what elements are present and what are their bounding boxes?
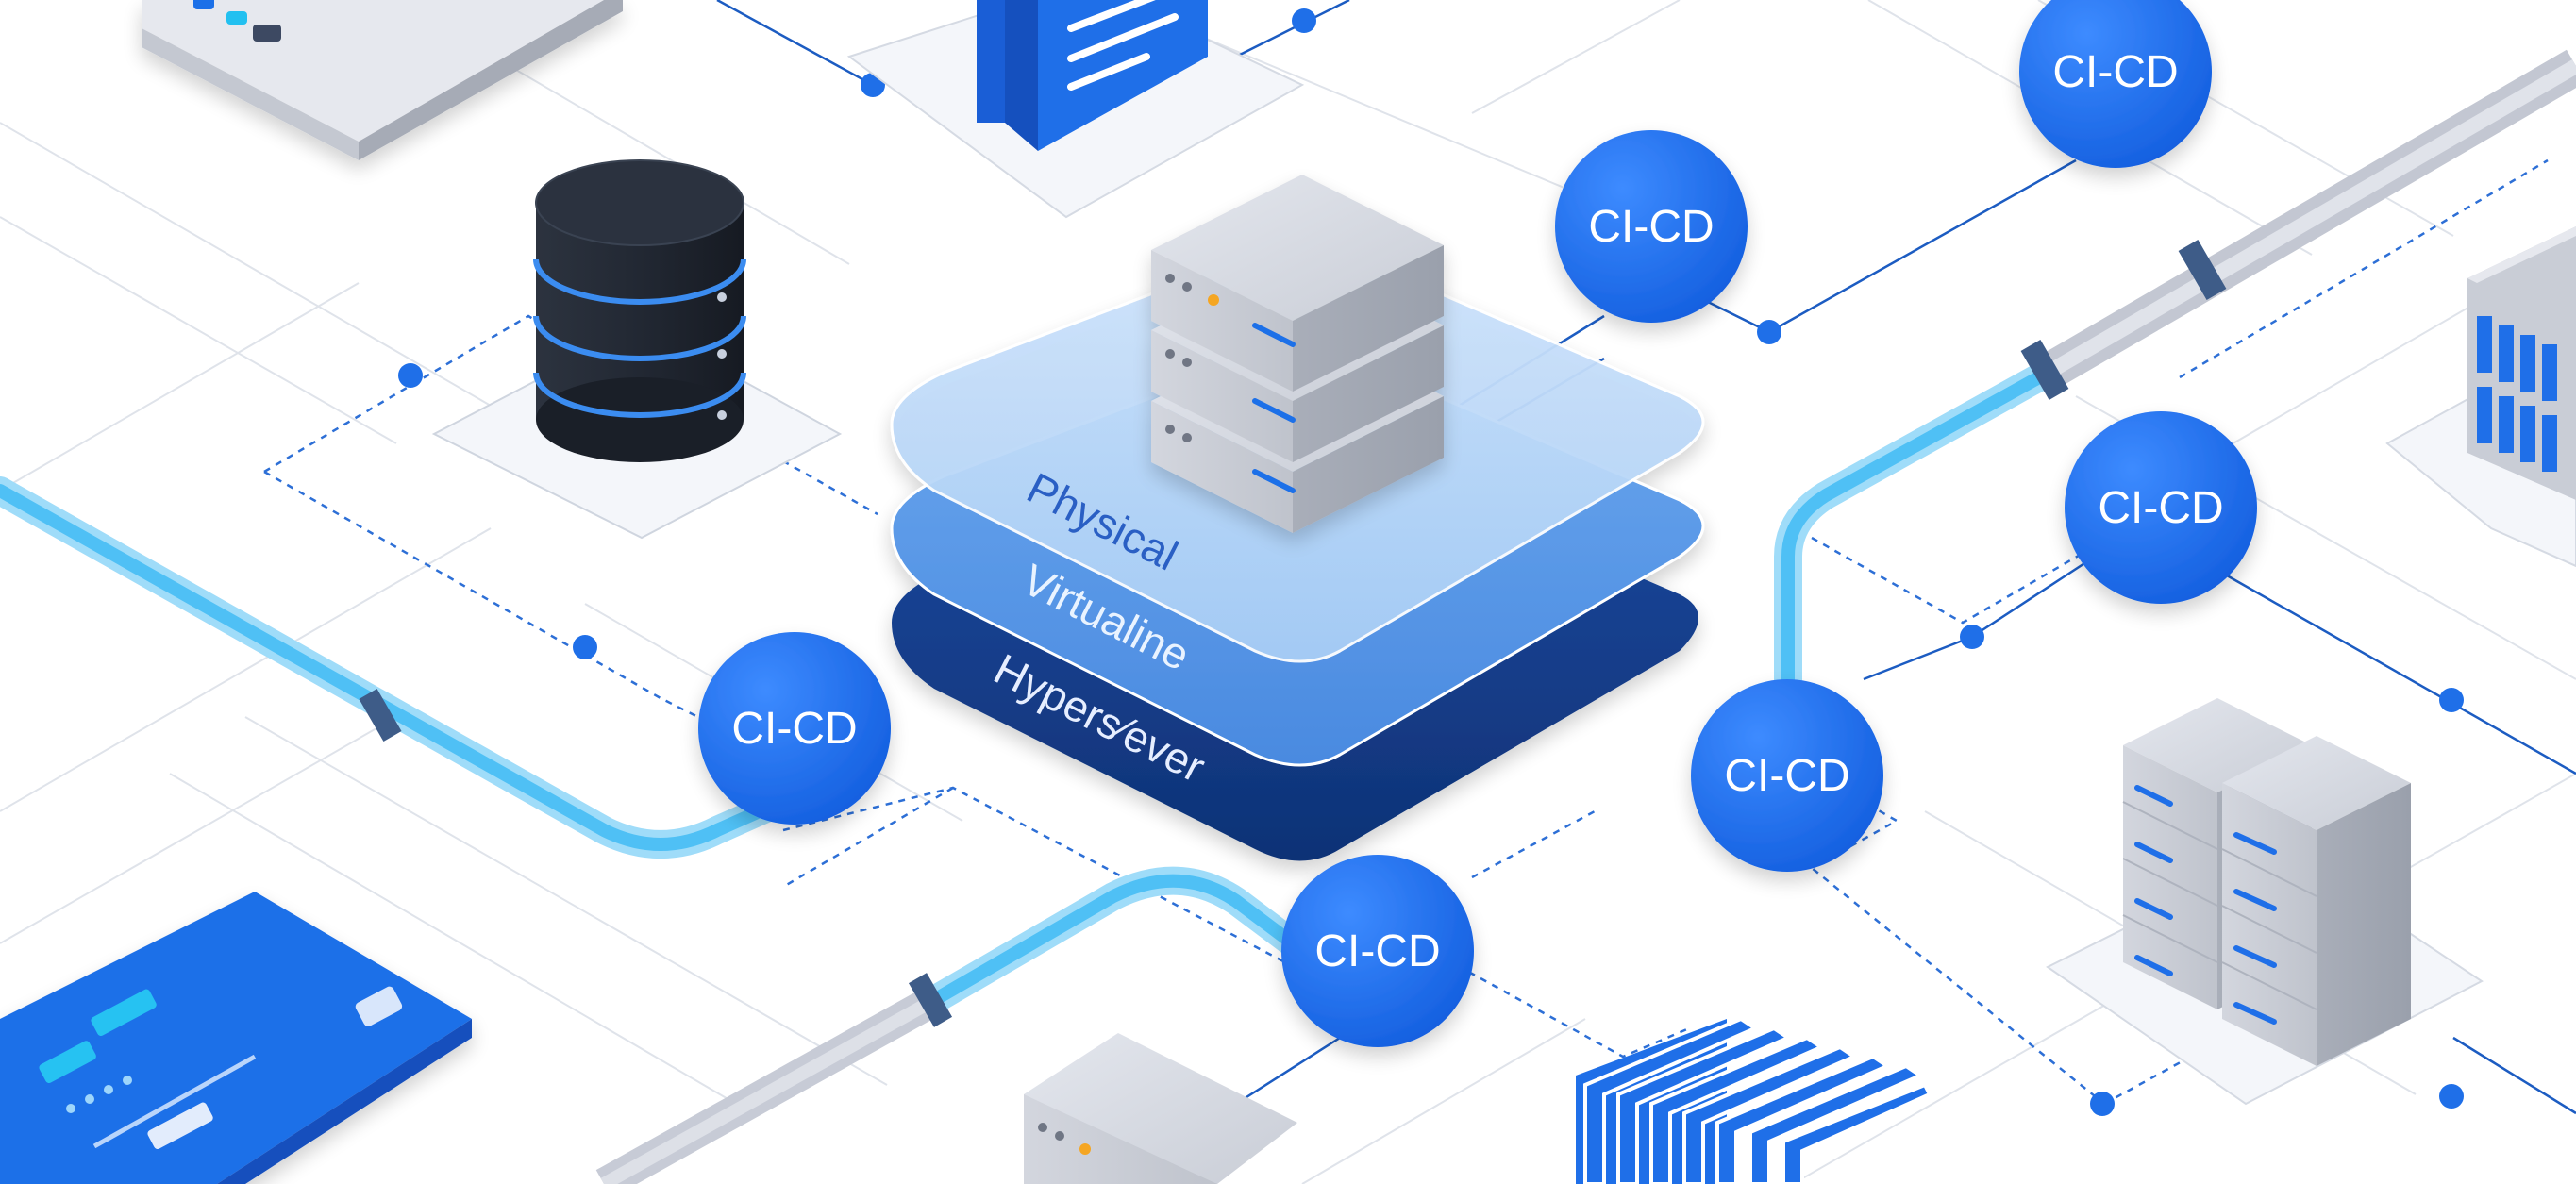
cicd-node-icon <box>698 632 891 825</box>
cicd-node-label: CI-CD <box>731 704 857 754</box>
dashed-connectors <box>263 158 2549 1106</box>
gray-pipe-right <box>2037 49 2576 390</box>
cicd-node-icon <box>1555 130 1748 323</box>
cicd-node-icon <box>2065 411 2257 604</box>
server-stack-icon <box>1151 175 1444 533</box>
storage-rack-icon <box>2385 226 2576 568</box>
cyan-pipe-left <box>0 476 816 859</box>
cicd-node-4[interactable]: CI-CD <box>698 632 891 825</box>
cicd-node-icon <box>1281 855 1474 1047</box>
database-icon <box>431 159 843 540</box>
cyan-pipe-right <box>1774 359 2062 731</box>
cicd-node-icon <box>1691 679 1883 872</box>
cicd-node-label: CI-CD <box>2052 47 2178 97</box>
cicd-node-3[interactable]: CI-CD <box>2065 411 2257 604</box>
cyan-pipe-bottom <box>920 866 1307 1014</box>
cicd-node-1[interactable]: CI-CD <box>2019 0 2212 168</box>
cicd-node-label: CI-CD <box>1314 926 1440 976</box>
cicd-node-6[interactable]: CI-CD <box>1281 855 1474 1047</box>
cicd-node-5[interactable]: CI-CD <box>1691 679 1883 872</box>
network-appliance-icon <box>142 0 623 160</box>
document-icon <box>846 0 1305 219</box>
server-cluster-icon <box>2046 698 2484 1106</box>
bottom-server-icon <box>1024 1033 1297 1184</box>
blade-chassis-icon <box>1576 1016 1932 1184</box>
cicd-node-label: CI-CD <box>1724 751 1849 801</box>
cicd-node-2[interactable]: CI-CD <box>1555 130 1748 323</box>
card-device-icon <box>0 892 472 1184</box>
cicd-node-icon <box>2019 0 2212 168</box>
gray-pipe-bottom <box>595 986 943 1184</box>
pipe-couplers <box>359 240 2227 1027</box>
cicd-node-label: CI-CD <box>1588 202 1714 252</box>
cicd-node-label: CI-CD <box>2098 483 2223 533</box>
